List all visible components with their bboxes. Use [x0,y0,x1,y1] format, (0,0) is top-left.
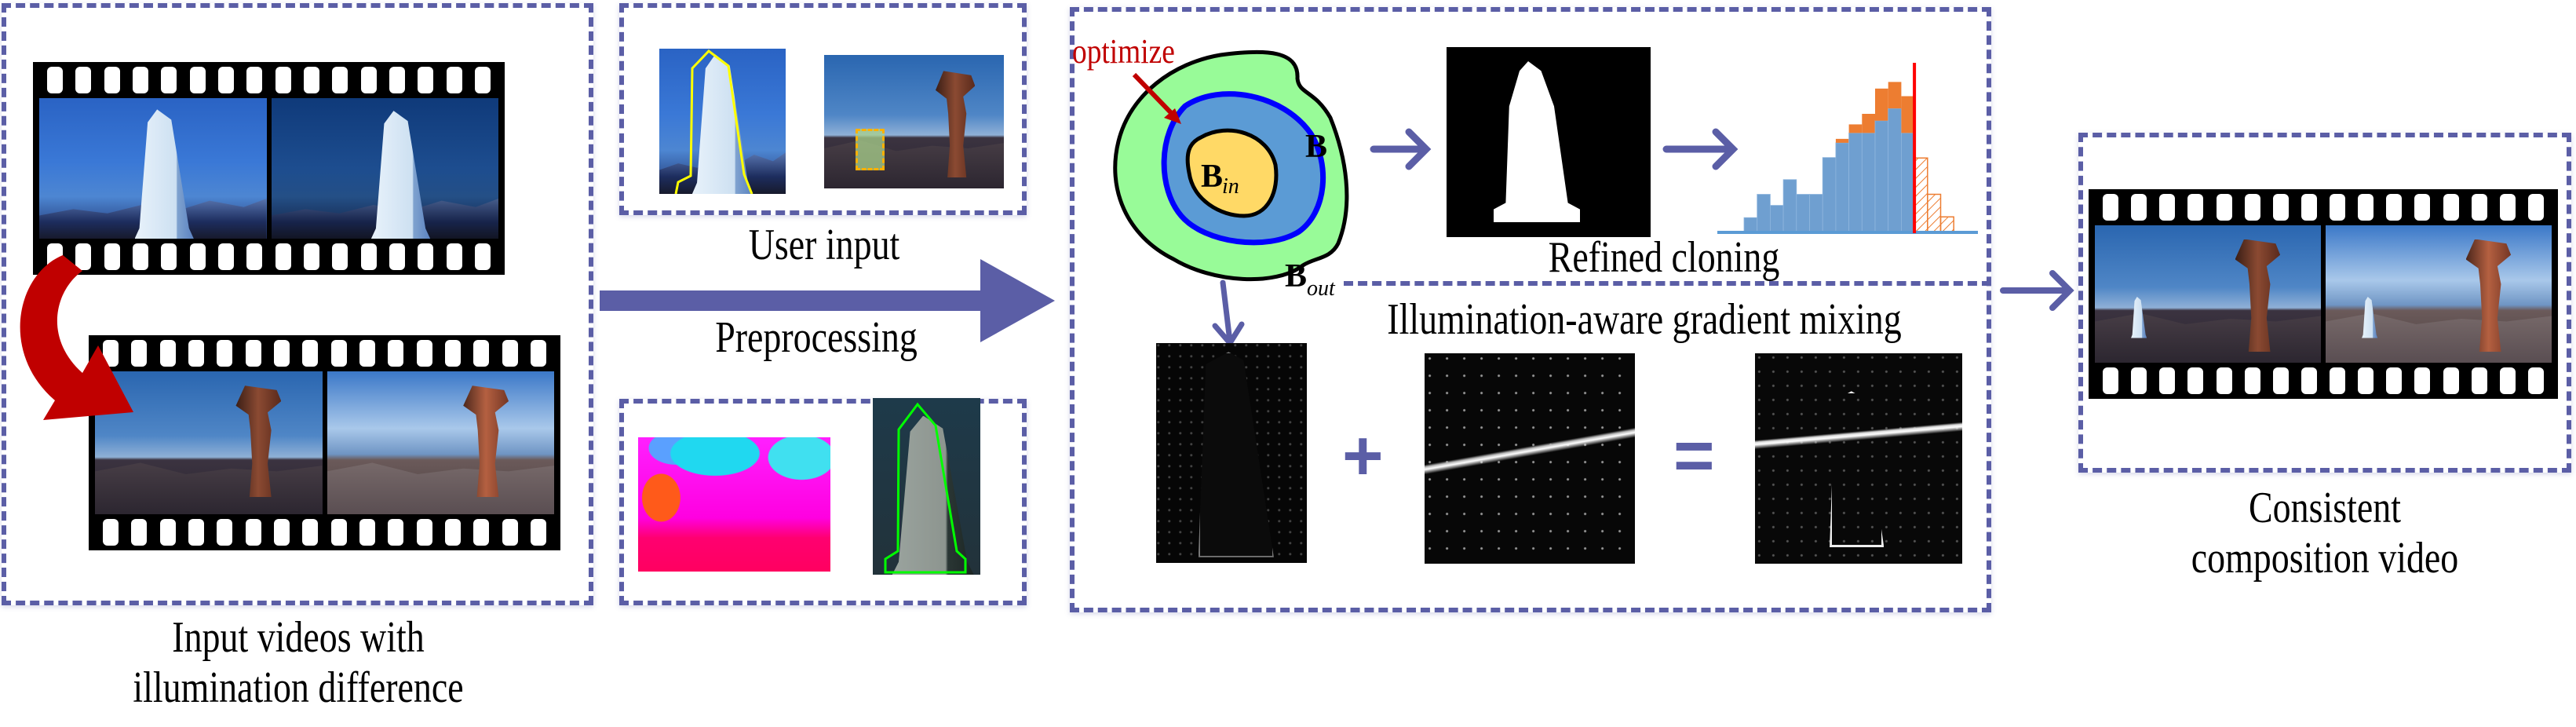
obelisk-mask-shape [1494,61,1580,222]
arrow-right-icon [1370,128,1432,170]
luminance-histogram [1717,63,1978,234]
hist-bar-blue [1874,120,1889,232]
input-caption: Input videos with illumination differenc… [105,612,491,713]
red-curved-arrow [20,255,133,420]
flow-arrow-to-mask [1370,128,1432,170]
sprocket-holes-top [33,62,505,98]
hist-bar-blue [1782,179,1797,232]
label-b-out-subscript: out [1307,276,1335,301]
output-caption: Consistent composition video [2132,483,2518,583]
arrow-right-icon [1662,128,1739,170]
hist-bar-blue [1743,217,1758,232]
hist-bar-blue [1900,132,1915,232]
output-caption-line2: composition video [2191,534,2459,583]
video-b-frame-2 [327,371,554,514]
hist-bar-blue [1835,142,1849,232]
user-input-target-image [824,55,1004,188]
film-strip-video-a [33,62,505,275]
hist-bar-hatched [1914,157,1928,232]
hist-bar-blue [1770,205,1784,232]
preprocessing-panel [619,399,1027,605]
label-b: B [1305,129,1327,165]
hist-bar-blue [1861,132,1876,232]
output-frame-2 [2326,225,2552,363]
obelisk-image [134,109,194,239]
preprocessing-caption: Preprocessing [715,313,918,362]
flow-arrow-to-output [2000,270,2074,311]
hist-bar-orange [1888,82,1902,109]
input-caption-line1: Input videos with [172,613,425,662]
red-curved-arrow-icon [20,255,133,420]
hist-bar-blue [1796,194,1810,232]
label-b-in-subscript: in [1222,174,1239,199]
video-a-frame-1 [39,98,267,239]
core-method-panel [1070,7,1991,612]
optical-flow-image [638,437,830,572]
foreground-gradient-image [1156,343,1307,563]
placement-region-box [856,129,885,170]
sprocket-holes-bottom [89,514,560,550]
output-panel [2078,133,2571,473]
hist-bar-orange [1875,88,1888,121]
sprocket-holes-top [89,335,560,371]
gradient-mixing-caption: Illumination-aware gradient mixing [1387,295,1902,344]
hist-bar-blue [1888,108,1902,232]
flow-arrow-down [1212,279,1245,348]
boundary-region-diagram: B B in B [1113,49,1349,294]
label-b-out: B [1285,258,1307,294]
hist-bar-orange [1862,114,1875,133]
yellow-mask-outline [674,49,753,194]
plus-sign: + [1342,417,1384,495]
arrow-head-icon [980,259,1055,342]
refined-mask-image [1447,47,1651,237]
user-input-panel [619,3,1027,215]
hist-bar-hatched [1939,216,1954,232]
hist-bar-blue [1822,157,1837,232]
video-a-frame-2 [271,98,498,239]
segmentation-mask-image [873,398,980,575]
film-strip-video-b [89,335,560,550]
mixed-gradient-image [1755,353,1962,564]
label-b-in: B [1201,159,1223,195]
green-mask-outline [884,402,967,574]
output-frame-1 [2095,225,2321,363]
hist-bar-orange [1848,124,1863,133]
arrow-right-icon [2000,270,2074,311]
background-gradient-image [1425,353,1635,564]
input-caption-line2: illumination difference [133,663,464,712]
refined-cloning-caption: Refined cloning [1548,233,1780,282]
sprocket-holes-bottom [2089,363,2558,399]
section-divider [1344,281,1991,286]
film-strip-output [2089,189,2558,399]
optimize-label: optimize [1072,32,1175,71]
hist-bar-blue [1757,194,1771,232]
hist-bar-blue [1809,194,1823,232]
hist-bar-hatched [1927,193,1942,232]
obelisk-image [370,111,431,239]
user-input-caption: User input [748,221,900,269]
video-b-frame-1 [95,371,323,514]
inner-region-b-in [1185,128,1279,218]
user-input-source-image [659,49,786,194]
hist-bar-orange [1901,96,1915,133]
hist-bar-blue [1848,132,1863,232]
flow-arrow-to-histogram [1662,128,1739,170]
input-videos-panel [2,3,593,605]
arrow-down-icon [1212,279,1245,348]
equals-sign: = [1673,417,1715,495]
preprocessing-arrow [600,259,1055,342]
hist-bar-orange [1835,138,1849,143]
optimize-arrow-icon [1132,72,1180,122]
sprocket-holes-top [2089,189,2558,225]
output-caption-line1: Consistent [2249,484,2401,532]
